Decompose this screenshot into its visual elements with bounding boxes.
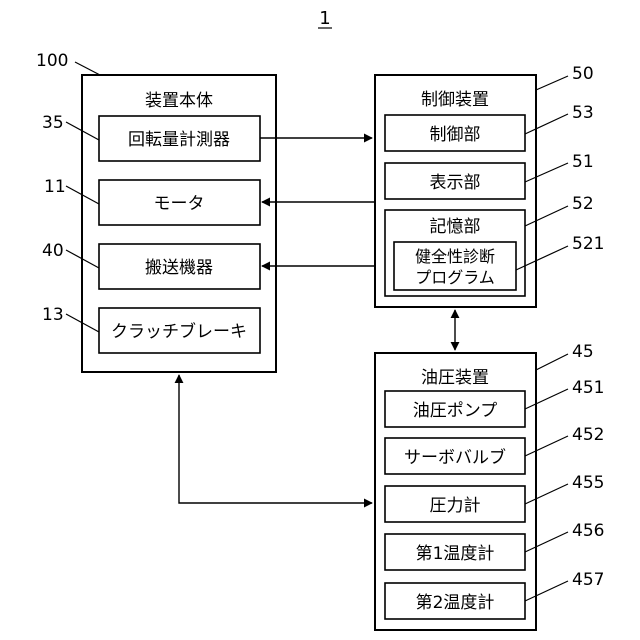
ref-52: 52 <box>572 194 594 214</box>
hydraulic-title: 油圧装置 <box>421 368 489 388</box>
svg-text:記憶部: 記憶部 <box>430 217 481 237</box>
main-body-block: 装置本体 回転量計測器 モータ 搬送機器 クラッチブレーキ <box>82 75 276 372</box>
svg-text:第1温度計: 第1温度計 <box>416 544 495 564</box>
ref-452: 452 <box>572 425 604 445</box>
component-motor: モータ <box>99 180 260 225</box>
ref-457: 457 <box>572 570 604 590</box>
component-clutch-brake: クラッチブレーキ <box>99 308 260 353</box>
svg-text:モータ: モータ <box>154 194 205 214</box>
ref-456: 456 <box>572 521 604 541</box>
svg-text:制御部: 制御部 <box>430 125 481 145</box>
component-servo-valve: サーボバルブ <box>385 438 525 474</box>
ref-40: 40 <box>42 241 64 261</box>
controller-title: 制御装置 <box>421 90 489 110</box>
component-control-unit: 制御部 <box>385 115 525 151</box>
ref-13: 13 <box>42 305 64 325</box>
ref-455: 455 <box>572 473 604 493</box>
component-rotation-meter: 回転量計測器 <box>99 116 260 161</box>
ref-11: 11 <box>44 177 66 197</box>
ref-51: 51 <box>572 152 594 172</box>
component-diagnosis-program: 健全性診断 プログラム <box>394 242 516 290</box>
controller-block: 制御装置 制御部 表示部 記憶部 健全性診断 プログラム <box>375 75 536 307</box>
component-conveyor: 搬送機器 <box>99 244 260 289</box>
ref-100: 100 <box>36 51 68 71</box>
svg-text:圧力計: 圧力計 <box>430 496 481 516</box>
svg-text:搬送機器: 搬送機器 <box>145 258 213 278</box>
svg-text:サーボバルブ: サーボバルブ <box>404 447 506 468</box>
hydraulic-block: 油圧装置 油圧ポンプ サーボバルブ 圧力計 第1温度計 第2温度計 <box>375 353 536 630</box>
ref-521: 521 <box>572 234 604 254</box>
svg-text:第2温度計: 第2温度計 <box>416 593 495 613</box>
component-storage-unit: 記憶部 健全性診断 プログラム <box>385 210 525 296</box>
component-thermometer-2: 第2温度計 <box>385 583 525 619</box>
component-hydraulic-pump: 油圧ポンプ <box>385 391 525 427</box>
svg-text:クラッチブレーキ: クラッチブレーキ <box>111 321 247 342</box>
component-pressure-gauge: 圧力計 <box>385 486 525 522</box>
ref-451: 451 <box>572 378 604 398</box>
svg-text:表示部: 表示部 <box>430 173 481 193</box>
ref-45: 45 <box>572 342 594 362</box>
figure-number: 1 <box>319 8 330 29</box>
ref-50: 50 <box>572 64 594 84</box>
svg-text:油圧ポンプ: 油圧ポンプ <box>413 401 498 421</box>
main-body-title: 装置本体 <box>145 91 213 111</box>
svg-text:プログラム: プログラム <box>415 268 495 287</box>
component-thermometer-1: 第1温度計 <box>385 534 525 570</box>
svg-text:回転量計測器: 回転量計測器 <box>128 130 230 150</box>
ref-53: 53 <box>572 103 594 123</box>
component-display-unit: 表示部 <box>385 163 525 199</box>
arrow-clutch-pressure-gauge <box>179 375 372 503</box>
ref-35: 35 <box>42 113 64 133</box>
svg-text:健全性診断: 健全性診断 <box>415 247 495 266</box>
